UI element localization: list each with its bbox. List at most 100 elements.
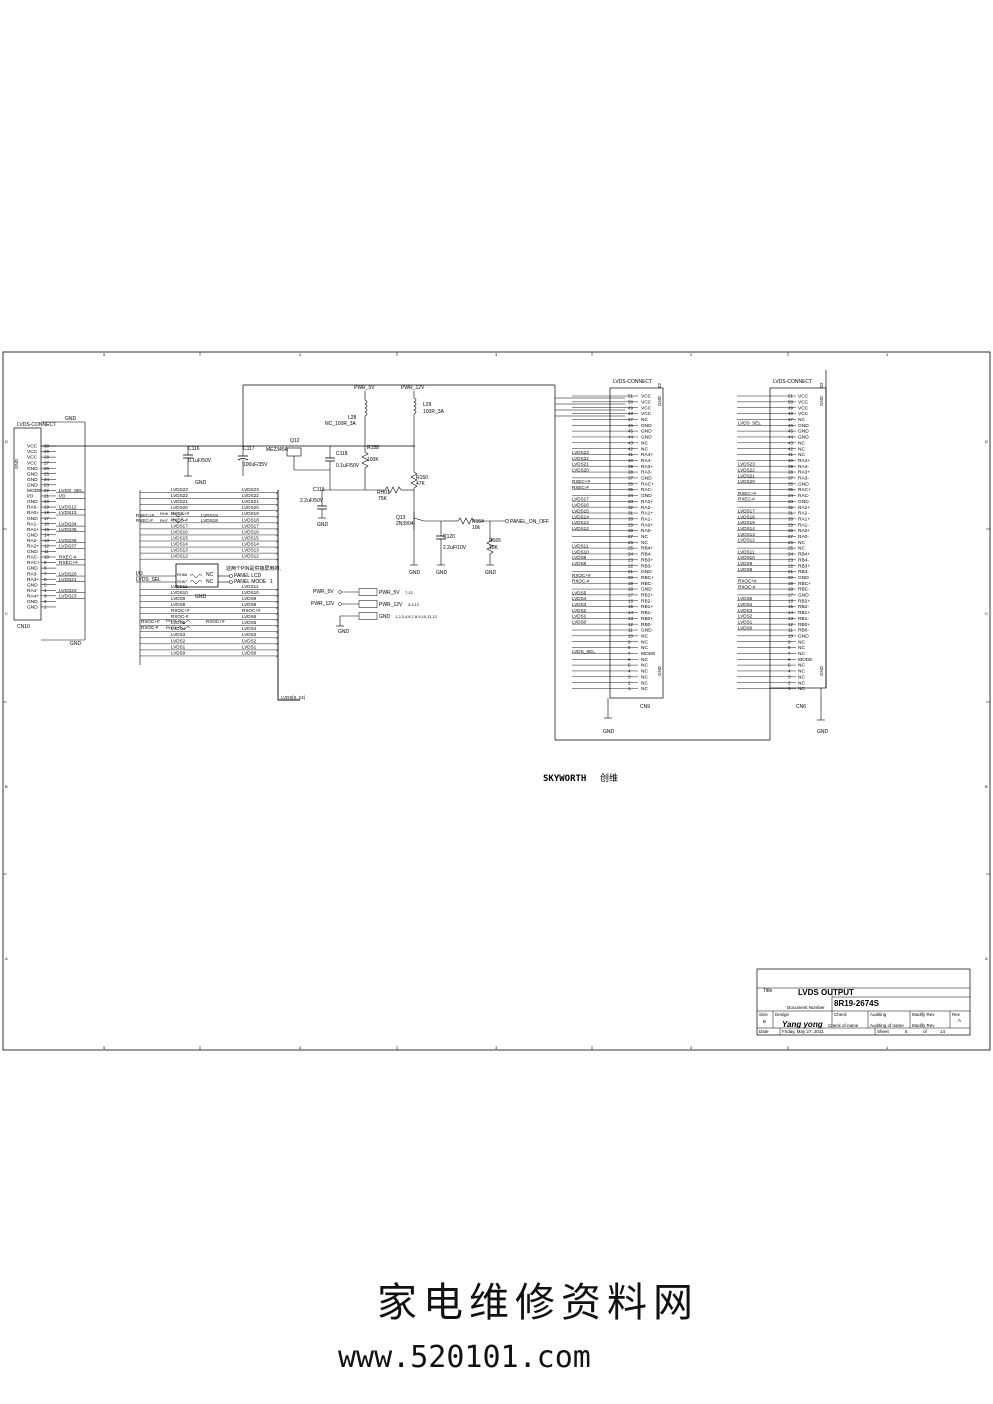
bus-entry <box>275 516 279 519</box>
cn6-pin-net: LVDS23 <box>738 462 755 467</box>
bus-row-right-label: LVDS16 <box>242 529 259 534</box>
cn10-pin-net: LVDS13 <box>59 510 77 516</box>
cn6-pin-name: RA1- <box>798 522 809 528</box>
bus-entry <box>275 552 279 555</box>
cn9-pin-name: RA3+ <box>641 464 653 470</box>
bus-lvds18: LVDS18 <box>201 518 218 523</box>
cn9-pin-name: RA1- <box>641 516 652 522</box>
c116-value: 0.1uF/50V <box>188 458 212 464</box>
cn9-pin-net: RXOC+# <box>572 573 591 578</box>
cn6-pin-net: LVDS13 <box>738 532 755 537</box>
cn9-pin-net: LVDS4 <box>572 596 587 601</box>
frame-row-right-C: C <box>985 611 988 616</box>
jumper-box <box>175 563 219 588</box>
cn9-pin-net: LVDS3 <box>572 602 587 607</box>
cn9-pin-name: GND <box>641 476 652 482</box>
bus-row-right-label: LVDS18 <box>242 517 259 522</box>
resistor-rh6-ref: RH6 <box>160 511 169 516</box>
cn9-pin-name: GND <box>641 423 652 429</box>
cn6-pin-name: NC <box>798 639 805 645</box>
cn10-pin-name: RA3+ <box>27 577 39 583</box>
bus-row-right-label: LVDS17 <box>242 523 259 528</box>
cn10-pin-net: LVDS20 <box>59 571 77 577</box>
cn10-pin-net: LVDS21 <box>59 577 77 583</box>
cn6-pin-name: RB3- <box>798 569 809 575</box>
cn9-pin-name: NC <box>641 686 648 692</box>
inductor-l28: PWR_5V L28 NC_100R_3A <box>325 385 375 446</box>
c116-gnd: GND <box>195 480 207 486</box>
cn9-pin-net: LVDS10 <box>572 549 589 554</box>
cn9-pin-name: RAC+ <box>641 481 654 487</box>
jumper-gnd-label: GND <box>195 594 207 600</box>
bus-row-left-label: LVDS10 <box>171 590 188 595</box>
cn10-pin-net: RXEC+# <box>59 560 78 566</box>
cn10-pin-name: GND <box>27 482 38 488</box>
cn6-pin-net: LVDS22 <box>738 467 755 472</box>
cn9-pin-name: RB2- <box>641 598 652 604</box>
modify-value: Modify Rev <box>912 1023 935 1028</box>
cn9-pin-name: NC <box>641 440 648 446</box>
c117-ref: C117 <box>243 446 255 452</box>
resistor-rh71-ref: RH71 <box>166 625 177 630</box>
cn6-pin-net: LVDS_SEL <box>738 421 761 426</box>
cn9-pin-name: RB4+ <box>641 546 653 552</box>
rh01-value: 75K <box>378 496 388 502</box>
cn10-side-gnd: GND <box>14 458 19 469</box>
brand-cn: 创维 <box>600 772 618 783</box>
cn6-pin-name: MODE <box>798 657 812 663</box>
of-label: of <box>923 1029 928 1034</box>
bus-rxoc-plus: RXOC+# <box>141 619 160 624</box>
connector-cn9-body <box>609 387 664 699</box>
frame-row-left-A: A <box>5 956 8 961</box>
bus-entry <box>275 509 279 513</box>
q12-ref: Q12 <box>290 438 300 444</box>
cn6-pin-name: RA1+ <box>798 516 810 522</box>
cn6-pin-name: RB1+ <box>798 610 810 616</box>
cn10-pin-name: RA0- <box>27 505 38 511</box>
c119-value: 2.2uF/50V <box>300 498 324 504</box>
bus-row-right-label: LVDS5 <box>242 620 257 625</box>
cn9-pin-name: NC <box>641 669 648 675</box>
cn9-pin-name: RB1+ <box>641 604 653 610</box>
cn9-pin-net: LVDS8 <box>572 561 587 566</box>
vcc-rail <box>41 384 770 741</box>
bus-entry <box>275 618 279 622</box>
cn10-pin-name: RAC- <box>27 555 39 561</box>
cn10-pin-name: VCC <box>27 449 38 455</box>
bus-entry <box>275 624 279 628</box>
resistor-rh70-ref: RH70 <box>166 618 177 623</box>
bus-row-right-label: LVDS23 <box>242 487 259 492</box>
cn6-pin-net: LVDS1 <box>738 620 753 625</box>
cn9-pin-name: RA4+ <box>641 452 653 458</box>
bus-row-left-label: LVDS20 <box>171 505 188 510</box>
bus-entry <box>275 649 279 652</box>
frame-row-left-B: B <box>5 784 8 789</box>
frame-row-left-C: C <box>5 611 8 616</box>
bus-row-left-label: LVDS2 <box>171 638 186 643</box>
connector-cn6-label: LVDS-CONNECT <box>773 379 812 385</box>
watermark: 家电维修资料网 www.520101.com <box>338 1280 693 1375</box>
cn10-pin-name: RA0+ <box>27 510 39 516</box>
bus-label: LVDS[0..23] <box>281 695 305 700</box>
cn9-pin-net: LVDS12 <box>572 526 589 531</box>
cn10-pin-name: GND <box>27 499 38 505</box>
l28-ref: L28 <box>348 415 357 421</box>
bus-entry <box>275 606 279 610</box>
cn10-pin-net: LVDS37 <box>59 544 77 550</box>
cn9-pin-net: LVDS13 <box>572 520 589 525</box>
cn10-pin-name: I/O <box>27 494 34 500</box>
q12-value: ME2345A <box>266 447 289 453</box>
frame-col-top-3: 3 <box>495 352 498 357</box>
offpage-gnd-pages: 1,2,3,4,6,7,8,9,10,11,12 <box>395 614 438 619</box>
bus-row-right-label: LVDS21 <box>242 499 259 504</box>
bus-entry <box>275 546 279 549</box>
connector-cn9-label: LVDS-CONNECT <box>613 379 652 385</box>
frame-col-bottom-4: 4 <box>299 1045 302 1050</box>
cn9-pin-name: GND <box>641 628 652 634</box>
panel-on-off-network: R164 10k PANEL_ON_OFF C120 2.2uF/10V GND… <box>436 517 549 576</box>
bus-row-left-label: LVDS15 <box>171 535 188 540</box>
check-value: Check of name <box>828 1023 859 1028</box>
